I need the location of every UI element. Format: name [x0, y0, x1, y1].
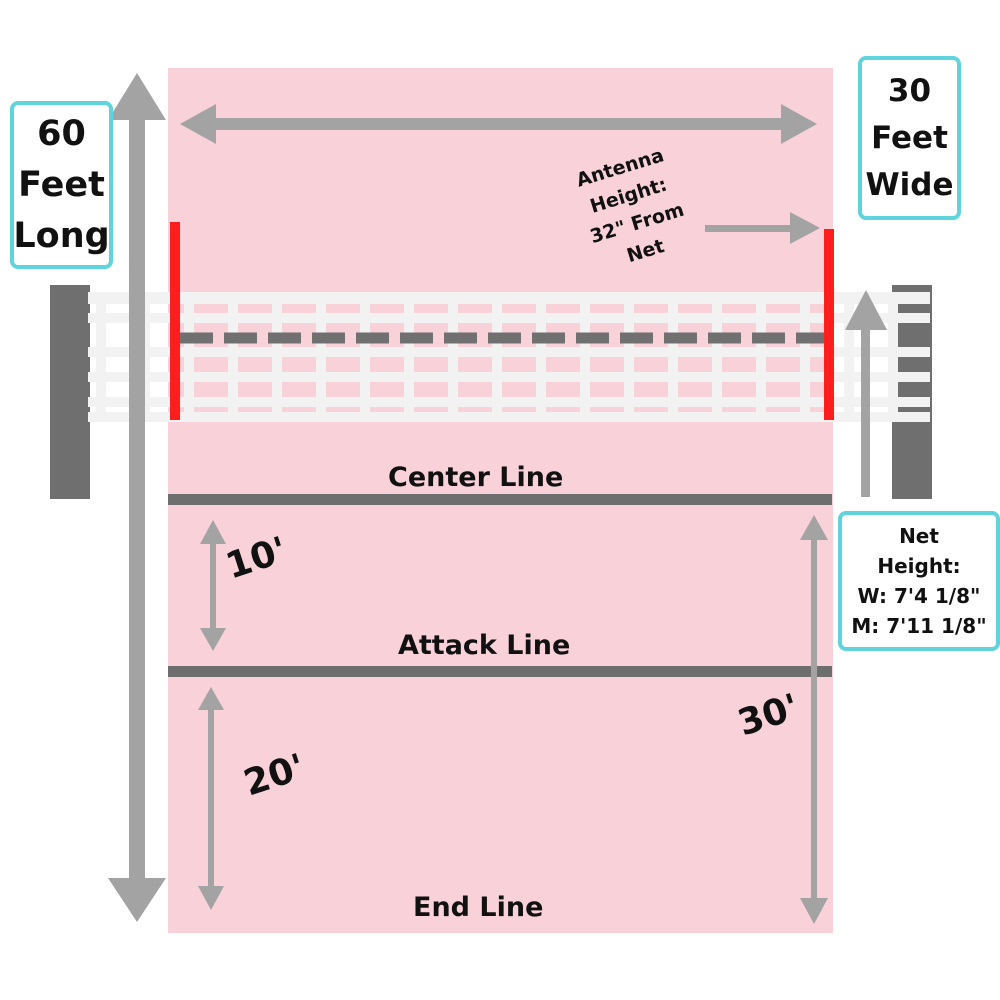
- net-strand: [184, 292, 194, 422]
- center-line-label: Center Line: [388, 462, 564, 493]
- thirty-foot-arrow: [800, 515, 828, 924]
- net-strand: [492, 292, 502, 422]
- width-unit: Feet: [871, 119, 948, 156]
- net-height-men: M: 7'11 1/8": [851, 614, 987, 638]
- net-height-women: W: 7'4 1/8": [857, 584, 981, 608]
- net-strand: [580, 292, 590, 422]
- length-descriptor: Long: [13, 215, 110, 256]
- length-unit: Feet: [18, 164, 105, 205]
- attack-line: [168, 666, 832, 677]
- width-value: 30: [887, 72, 932, 109]
- net-strand: [888, 292, 898, 422]
- net-strand: [800, 292, 810, 422]
- net-strand: [228, 292, 238, 422]
- twenty-foot-arrow: [198, 687, 224, 910]
- attack-line-label: Attack Line: [398, 630, 571, 661]
- net: [88, 292, 930, 422]
- length-info-box: 60 Feet Long: [10, 101, 113, 269]
- width-info-box: 30 Feet Wide: [858, 56, 961, 220]
- length-value: 60: [37, 113, 86, 154]
- ten-foot-arrow: [200, 520, 226, 651]
- net-height-info-box: Net Height: W: 7'4 1/8" M: 7'11 1/8": [838, 511, 1000, 651]
- net-strand: [624, 292, 634, 422]
- width-descriptor: Wide: [865, 166, 954, 203]
- net-height-arrow: [845, 290, 887, 497]
- net-strand: [756, 292, 766, 422]
- net-height-title-2: Height:: [877, 554, 961, 578]
- net-strand: [668, 292, 678, 422]
- antenna-arrow: [705, 212, 820, 244]
- length-arrow: [108, 73, 166, 922]
- center-line: [168, 494, 832, 505]
- left-antenna: [170, 222, 180, 420]
- end-line-label: End Line: [413, 892, 544, 923]
- left-net-post: [50, 285, 90, 499]
- width-arrow: [180, 104, 817, 144]
- net-strand: [96, 292, 106, 422]
- right-antenna: [824, 229, 834, 420]
- net-strand: [844, 292, 854, 422]
- net-strand: [316, 292, 326, 422]
- net-strand: [404, 292, 414, 422]
- net-strand: [360, 292, 370, 422]
- net-strand: [272, 292, 282, 422]
- net-strand: [712, 292, 722, 422]
- net-strand: [536, 292, 546, 422]
- net-height-title-1: Net: [899, 524, 939, 548]
- net-strand: [448, 292, 458, 422]
